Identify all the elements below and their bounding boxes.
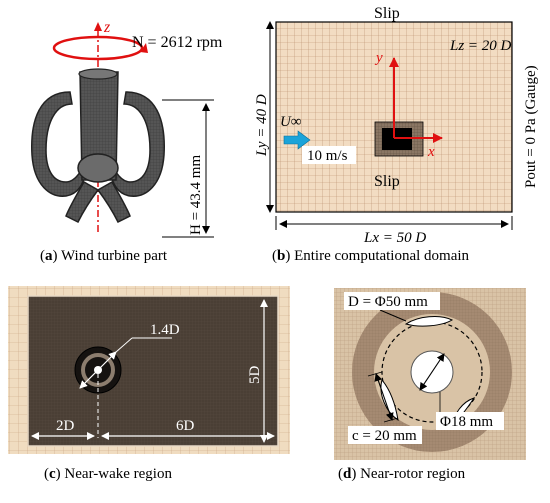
panel-b-domain: Slip Slip Lz = 20 D y x U∞ 10 m/s Ly = 4… [254, 5, 539, 246]
caption-d: (d) Near-rotor region [338, 466, 466, 482]
hub-dia-label: Φ18 mm [440, 414, 493, 430]
axis-z-label: z [103, 19, 111, 36]
caption-c: (c) Near-wake region [44, 466, 172, 482]
lx-label: Lx = 50 D [363, 230, 426, 246]
rotor-dia-leader [379, 309, 407, 322]
caption-b: (b) Entire computational domain [272, 248, 470, 264]
panel-a-turbine: z N = 2612 rpm H = 43.4 mm [31, 19, 223, 238]
near-wake-region [27, 295, 279, 447]
ly-label: Ly = 40 D [254, 94, 270, 157]
diameter-label: 1.4D [150, 322, 180, 338]
caption-a-letter: a [45, 248, 53, 264]
height-label: H = 43.4 mm [188, 155, 204, 235]
caption-b-text: Entire computational domain [294, 248, 470, 264]
rotor-dia-bg [344, 292, 440, 310]
rotor-dia-label: D = Φ50 mm [348, 294, 428, 310]
slip-bottom-label: Slip [374, 173, 400, 190]
hub-dia-bg [436, 412, 504, 430]
y-axis-label: y [374, 50, 383, 66]
downstream-label: 6D [176, 418, 195, 434]
turbine-model [31, 68, 165, 224]
caption-d-letter: d [343, 466, 352, 482]
speed-label: N = 2612 rpm [132, 34, 223, 51]
axis-arrowhead [94, 22, 102, 31]
x-axis-label: x [427, 144, 435, 160]
panel-d-near-rotor: D = Φ50 mm c = 20 mm Φ18 mm [334, 288, 526, 460]
caption-a: (a) Wind turbine part [40, 248, 168, 264]
inlet-arrow [283, 130, 311, 150]
caption-a-text: Wind turbine part [60, 248, 168, 264]
hub-diameter-arrow [419, 353, 445, 391]
inlet-speed-bg [302, 146, 356, 164]
caption-c-text: Near-wake region [64, 466, 172, 482]
lz-label: Lz = 20 D [449, 38, 512, 54]
chord-arrow [374, 373, 394, 421]
height-label-c: 5D [247, 366, 263, 385]
slip-top-label: Slip [374, 5, 400, 22]
caption-d-text: Near-rotor region [360, 466, 466, 482]
upstream-label: 2D [56, 418, 75, 434]
chord-label-bg [348, 426, 422, 444]
chord-label: c = 20 mm [352, 428, 417, 444]
inlet-speed-label: 10 m/s [307, 148, 348, 164]
caption-c-letter: c [49, 466, 56, 482]
caption-b-letter: b [277, 248, 286, 264]
diameter-arrow [79, 351, 117, 389]
inlet-label: U∞ [280, 114, 302, 130]
panel-c-near-wake: 1.4D 2D 6D 5D [8, 286, 290, 454]
blade-top [404, 316, 454, 327]
rotation-arrowhead [140, 43, 148, 53]
pout-label: Pout = 0 Pa (Gauge) [523, 65, 539, 188]
